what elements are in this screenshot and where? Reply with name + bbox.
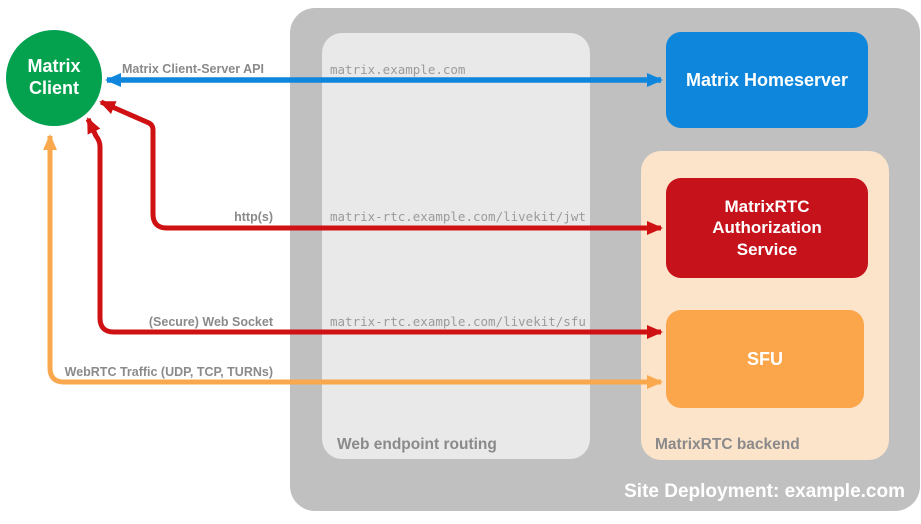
matrix-homeserver-node <box>666 32 868 128</box>
matrix-homeserver-label: Matrix Homeserver <box>685 69 849 90</box>
webrtc-traffic-arrow-label: WebRTC Traffic (UDP, TCP, TURNs) <box>64 365 273 379</box>
endpoint-matrix-example-com: matrix.example.com <box>330 62 466 77</box>
endpoint-livekit-jwt: matrix-rtc.example.com/livekit/jwt <box>330 209 586 224</box>
matrixrtc-authorization-service-label: MatrixRTC Authorization Service <box>712 197 822 259</box>
endpoint-livekit-sfu: matrix-rtc.example.com/livekit/sfu <box>330 314 586 329</box>
site-deployment-zone-label: Site Deployment: example.com <box>624 481 905 502</box>
matrix-client-node <box>6 30 102 126</box>
web-endpoint-routing-zone-label: Web endpoint routing <box>337 436 497 453</box>
client-server-api-arrow-label: Matrix Client-Server API <box>122 62 264 76</box>
matrixrtc-backend-zone-label: MatrixRTC backend <box>655 436 800 453</box>
sfu-label: SFU <box>747 348 783 369</box>
https-arrow-label: http(s) <box>234 210 273 224</box>
matrixrtc-authorization-service-node <box>666 178 868 278</box>
web-endpoint-routing-zone <box>322 33 590 459</box>
websocket-arrow-label: (Secure) Web Socket <box>148 315 273 329</box>
webrtc-traffic-arrow <box>43 134 663 389</box>
sfu-node <box>666 310 864 408</box>
matrix-client-label: Matrix Client <box>27 56 81 98</box>
